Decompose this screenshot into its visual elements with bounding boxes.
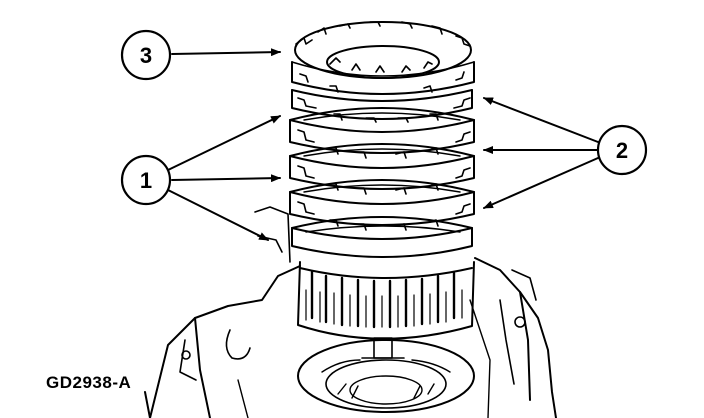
figure-code: GD2938-A bbox=[46, 373, 131, 392]
callout-3-bubble: 3 bbox=[120, 29, 172, 81]
callout-1-bubble: 1 bbox=[120, 154, 172, 206]
transmission-case bbox=[144, 206, 557, 418]
leader-lines bbox=[167, 48, 599, 241]
clutch-plate bbox=[289, 143, 475, 195]
clutch-plate bbox=[291, 216, 473, 258]
callout-2-bubble: 2 bbox=[596, 124, 648, 176]
callout-2-label: 2 bbox=[616, 138, 628, 163]
callout-3-label: 3 bbox=[140, 43, 152, 68]
clutch-plate bbox=[289, 107, 475, 159]
top-clutch-plate bbox=[291, 21, 475, 95]
callout-1-label: 1 bbox=[140, 168, 152, 193]
clutch-plate bbox=[291, 89, 473, 123]
clutch-plate bbox=[289, 179, 475, 231]
clutch-drum bbox=[297, 261, 475, 413]
